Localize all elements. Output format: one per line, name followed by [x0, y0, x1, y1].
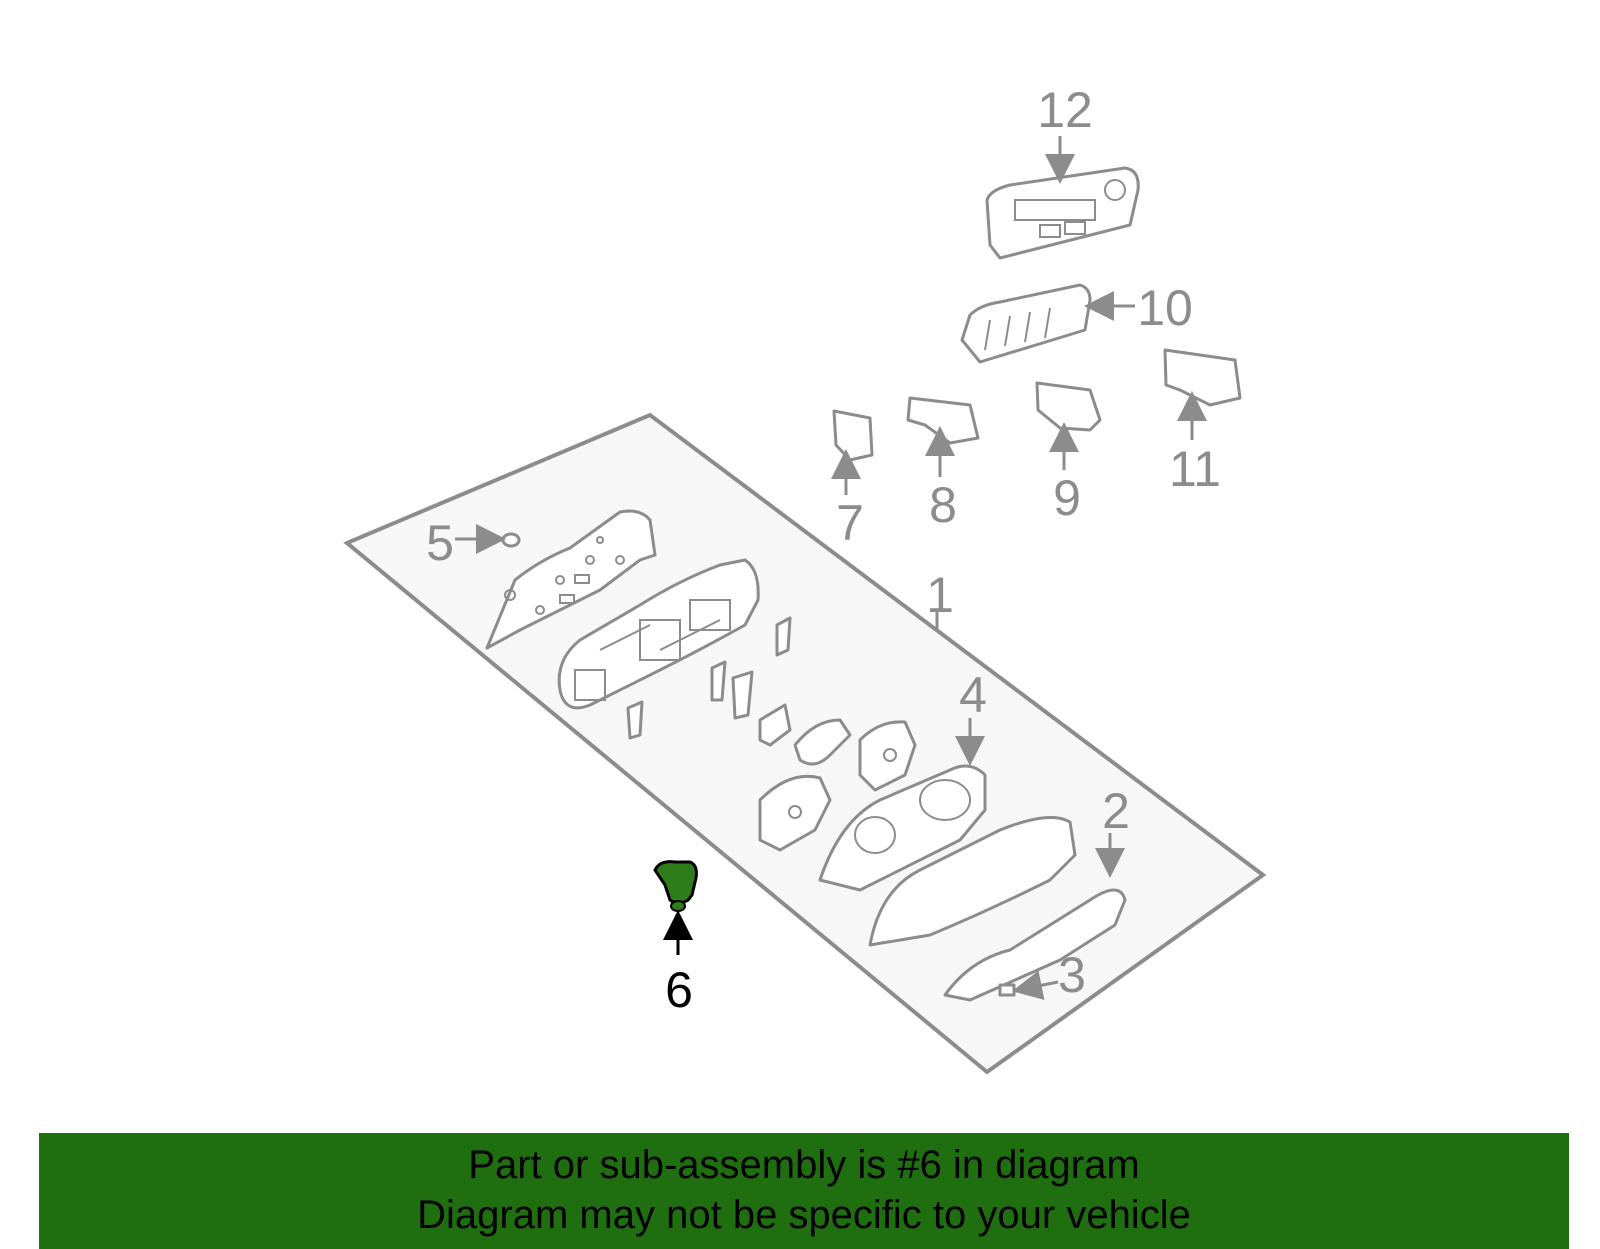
callout-6: 6 — [665, 962, 693, 1018]
callout-9: 9 — [1053, 470, 1081, 526]
part-6-highlighted[interactable] — [653, 860, 698, 912]
cluster-housing[interactable] — [557, 558, 760, 710]
callout-8: 8 — [929, 477, 957, 533]
part-3-trim[interactable] — [943, 888, 1127, 1002]
callout-10: 10 — [1137, 280, 1193, 336]
part-10-vent[interactable] — [960, 283, 1092, 364]
diagram-notice-banner: Part or sub-assembly is #6 in diagram Di… — [39, 1133, 1569, 1249]
banner-line-1: Part or sub-assembly is #6 in diagram — [468, 1143, 1140, 1187]
part-7-switch[interactable] — [832, 409, 874, 462]
callout-11: 11 — [1169, 441, 1221, 497]
part-5-circuit-board[interactable] — [485, 509, 657, 650]
callout-3: 3 — [1058, 947, 1086, 1003]
part-5-bulb[interactable] — [501, 532, 521, 548]
part-12-control-panel[interactable] — [985, 166, 1140, 260]
part-2-bezel[interactable] — [868, 816, 1077, 947]
callout-7: 7 — [836, 495, 864, 551]
callout-4: 4 — [959, 667, 987, 723]
callout-1: 1 — [926, 567, 954, 623]
part-8-switch[interactable] — [906, 396, 980, 445]
part-11-switch[interactable] — [1163, 348, 1242, 407]
part-9-switch[interactable] — [1035, 381, 1102, 432]
banner-line-2: Diagram may not be specific to your vehi… — [417, 1193, 1191, 1237]
part-4-lens[interactable] — [818, 764, 987, 892]
small-brackets[interactable] — [626, 616, 792, 740]
callout-2: 2 — [1102, 783, 1130, 839]
gauge-parts[interactable] — [758, 703, 917, 852]
callout-5: 5 — [426, 515, 454, 571]
callout-12: 12 — [1037, 82, 1093, 138]
